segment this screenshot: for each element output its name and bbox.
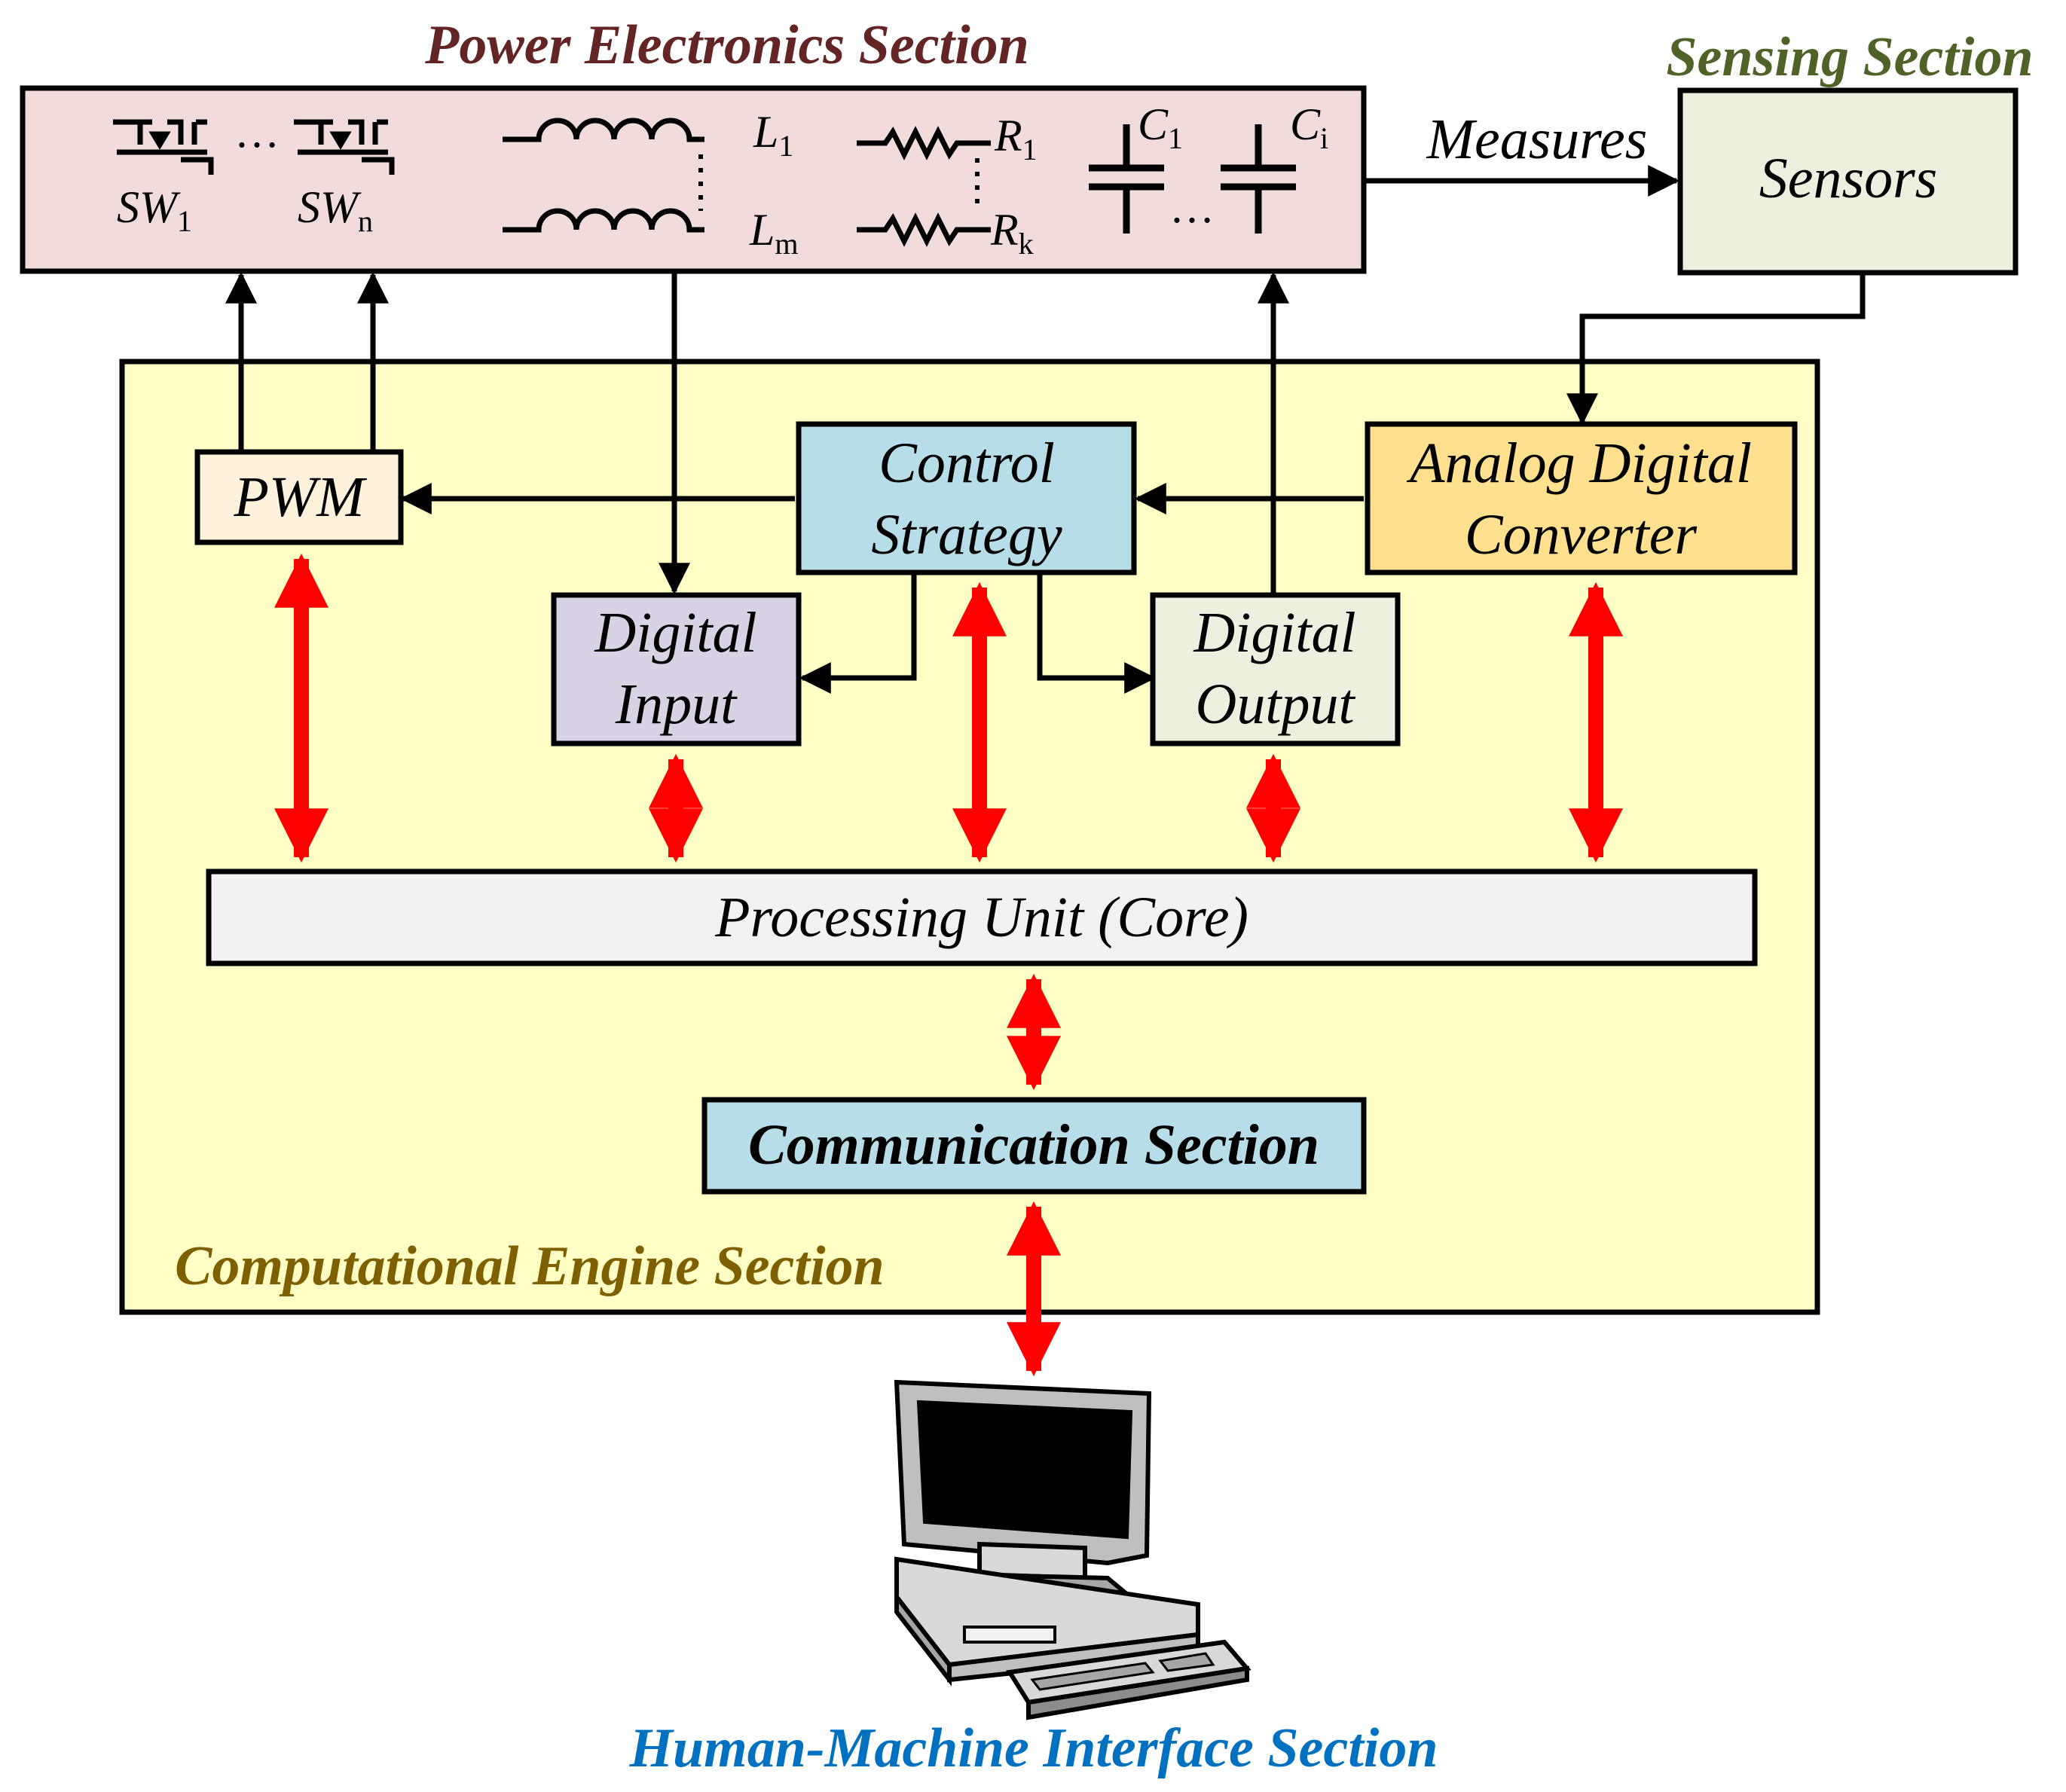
rk-label: Rk bbox=[990, 205, 1034, 261]
power-electronics-title: Power Electronics Section bbox=[424, 14, 1029, 76]
control-to-digital-output-arrow bbox=[1037, 572, 1157, 694]
mosfet-switch-icon bbox=[294, 119, 395, 175]
computer-icon bbox=[894, 1379, 1252, 1720]
adc-label-line1: Analog Digital bbox=[1406, 432, 1752, 495]
digital-input-box bbox=[551, 592, 802, 746]
communication-section-label: Communication Section bbox=[748, 1113, 1319, 1177]
signal-arrows bbox=[225, 271, 1866, 694]
ci-label: Ci bbox=[1290, 99, 1328, 155]
swn-label: SWn bbox=[298, 182, 373, 238]
inductor-icon bbox=[503, 118, 704, 233]
sensing-section-title: Sensing Section bbox=[1666, 26, 2033, 88]
measures-label: Measures bbox=[1426, 108, 1648, 171]
computational-engine-title: Computational Engine Section bbox=[175, 1235, 885, 1297]
processing-unit-label: Processing Unit (Core) bbox=[714, 886, 1248, 949]
digital-input-label-line2: Input bbox=[615, 673, 738, 736]
sensors-to-adc-arrow bbox=[1566, 273, 1866, 426]
control-strategy-label-line2: Strategy bbox=[871, 503, 1062, 566]
control-strategy-box bbox=[796, 421, 1137, 575]
control-to-digital-input-arrow bbox=[799, 572, 917, 694]
l1-label: L1 bbox=[753, 107, 793, 163]
control-strategy-label-line1: Control bbox=[879, 432, 1055, 495]
digital-output-box bbox=[1150, 592, 1401, 746]
digital-input-label-line1: Digital bbox=[594, 601, 756, 664]
power-electronics-box bbox=[20, 85, 1367, 274]
lm-label: Lm bbox=[749, 205, 799, 261]
r1-label: R1 bbox=[994, 111, 1038, 166]
hmi-section-title: Human-Machine Interface Section bbox=[628, 1717, 1438, 1779]
switch-ellipsis: … bbox=[237, 107, 277, 157]
pwm-label: PWM bbox=[233, 466, 367, 529]
mosfet-switch-icon bbox=[113, 119, 214, 175]
adc-box bbox=[1365, 421, 1798, 575]
sensors-label: Sensors bbox=[1759, 147, 1937, 210]
bus-arrows bbox=[274, 553, 1623, 1377]
digital-output-label-line2: Output bbox=[1195, 673, 1355, 736]
capacitor-ellipsis: … bbox=[1172, 182, 1212, 232]
sensors-box bbox=[1677, 87, 2019, 276]
resistor-icon bbox=[857, 126, 991, 247]
c1-label: C1 bbox=[1138, 99, 1183, 155]
adc-label-line2: Converter bbox=[1465, 503, 1698, 566]
capacitor-icon bbox=[1089, 124, 1296, 234]
sw1-label: SW1 bbox=[117, 182, 192, 238]
pwm-box bbox=[194, 449, 404, 545]
communication-section-box bbox=[701, 1097, 1367, 1195]
digital-output-label-line1: Digital bbox=[1193, 601, 1355, 664]
processing-unit-box bbox=[206, 869, 1758, 966]
